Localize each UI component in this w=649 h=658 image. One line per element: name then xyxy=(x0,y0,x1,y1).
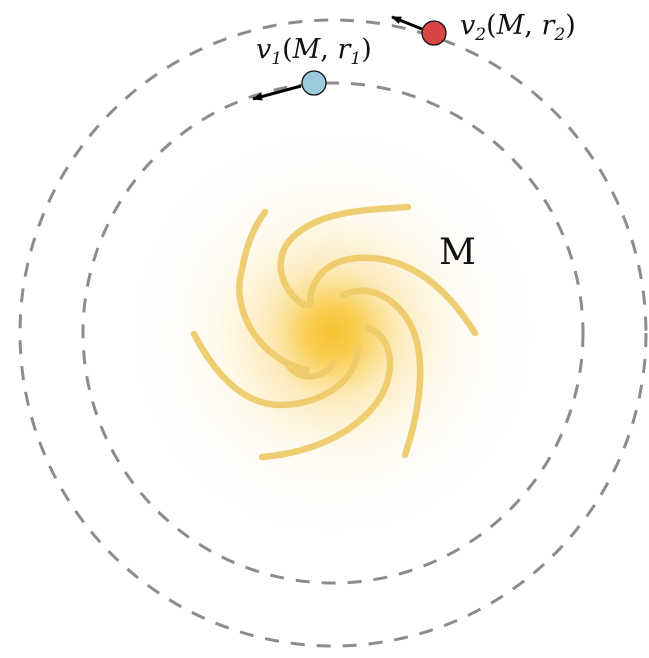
galaxy-mass-label: M xyxy=(439,232,476,273)
star2-marker xyxy=(422,21,446,45)
star2-mass-arg: M xyxy=(496,10,526,41)
star2-velocity-index: 2 xyxy=(474,25,486,45)
star2-velocity-symbol: v xyxy=(460,10,475,41)
star1-close-paren: ) xyxy=(361,34,372,65)
star2-open-paren: ( xyxy=(486,10,497,41)
star1-velocity-index: 1 xyxy=(271,49,282,69)
star1-marker xyxy=(302,71,326,95)
star1-open-paren: ( xyxy=(282,34,293,65)
star1-radius-index: 1 xyxy=(350,49,361,69)
star1-mass-arg: M xyxy=(292,34,322,65)
star1-separator: , xyxy=(320,34,337,65)
star2-separator: , xyxy=(524,10,541,41)
star1-velocity-symbol: v xyxy=(256,34,271,65)
star2-velocity-label: v2(M, r2) xyxy=(460,10,576,45)
galaxy-glow xyxy=(108,108,558,558)
star2-radius-index: 2 xyxy=(553,25,565,45)
star1-velocity-label: v1(M, r1) xyxy=(256,34,372,69)
star2-close-paren: ) xyxy=(565,10,576,41)
